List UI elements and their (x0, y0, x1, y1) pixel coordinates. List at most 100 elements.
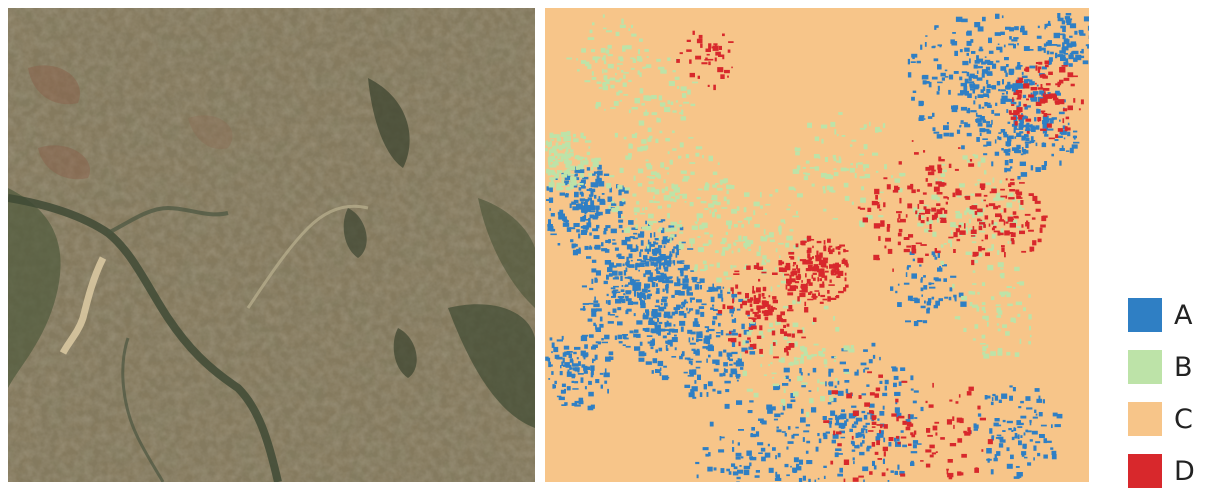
class-pixel (1079, 108, 1081, 110)
class-pixel (992, 220, 994, 224)
class-pixel (782, 431, 786, 433)
class-pixel (986, 80, 988, 84)
class-pixel (959, 394, 961, 397)
class-pixel (776, 429, 781, 432)
class-pixel (1004, 168, 1007, 173)
class-pixel (1017, 108, 1022, 112)
class-pixel (700, 285, 702, 289)
class-pixel (615, 133, 618, 138)
class-pixel (807, 253, 810, 258)
class-pixel (787, 333, 791, 336)
class-pixel (988, 439, 993, 444)
class-pixel (588, 173, 592, 176)
class-pixel (698, 189, 703, 191)
class-pixel (974, 65, 978, 69)
class-pixel (616, 32, 620, 36)
class-pixel (606, 30, 612, 32)
class-pixel (723, 350, 726, 353)
class-pixel (560, 365, 562, 368)
class-pixel (737, 477, 741, 479)
class-pixel (696, 334, 702, 339)
class-pixel (744, 207, 747, 212)
class-pixel (645, 261, 649, 266)
class-pixel (672, 131, 675, 134)
class-pixel (618, 256, 624, 259)
class-pixel (927, 301, 931, 305)
class-pixel (701, 62, 707, 64)
class-pixel (599, 87, 602, 89)
class-pixel (617, 67, 619, 70)
class-pixel (1016, 420, 1021, 425)
class-pixel (831, 270, 834, 274)
class-pixel (559, 210, 563, 214)
class-pixel (695, 56, 701, 60)
class-pixel (634, 280, 640, 282)
class-pixel (676, 245, 678, 248)
class-pixel (604, 335, 609, 340)
class-pixel (727, 190, 729, 194)
class-pixel (914, 152, 919, 155)
class-pixel (741, 224, 744, 227)
class-pixel (948, 237, 953, 239)
class-pixel (957, 438, 962, 443)
class-pixel (774, 414, 780, 418)
class-pixel (1058, 54, 1064, 57)
class-pixel (978, 123, 983, 127)
class-pixel (958, 147, 961, 149)
class-pixel (819, 284, 824, 288)
class-pixel (612, 239, 615, 241)
class-pixel (760, 364, 762, 367)
class-pixel (1017, 98, 1022, 100)
class-pixel (1068, 123, 1070, 126)
class-pixel (691, 361, 693, 365)
class-pixel (911, 433, 913, 436)
class-pixel (690, 73, 695, 77)
class-pixel (1073, 76, 1078, 78)
class-pixel (996, 61, 1000, 63)
class-pixel (978, 407, 980, 410)
class-pixel (1021, 154, 1024, 156)
class-pixel (913, 259, 915, 262)
class-pixel (613, 286, 619, 288)
class-pixel (967, 53, 970, 56)
class-pixel (684, 275, 688, 278)
class-pixel (709, 334, 711, 339)
class-pixel (967, 93, 972, 98)
class-pixel (622, 285, 624, 287)
class-pixel (634, 207, 640, 212)
class-pixel (956, 401, 959, 404)
class-pixel (549, 182, 555, 187)
class-pixel (778, 226, 782, 231)
class-pixel (731, 209, 737, 214)
class-pixel (997, 351, 1002, 356)
class-pixel (589, 288, 593, 290)
class-pixel (852, 425, 857, 428)
class-pixel (594, 297, 596, 301)
class-pixel (727, 76, 729, 78)
class-pixel (785, 433, 787, 437)
class-pixel (924, 301, 926, 304)
class-pixel (545, 357, 549, 361)
class-pixel (823, 416, 827, 420)
class-pixel (823, 245, 826, 248)
class-pixel (928, 230, 932, 232)
class-pixel (743, 371, 747, 376)
class-pixel (1052, 143, 1055, 146)
class-pixel (864, 165, 866, 170)
class-pixel (645, 221, 647, 225)
class-pixel (960, 125, 962, 127)
legend-item-d: D (1128, 445, 1203, 497)
class-pixel (1063, 62, 1068, 66)
class-pixel (862, 467, 868, 472)
class-pixel (624, 137, 627, 140)
class-pixel (708, 85, 710, 87)
class-pixel (578, 361, 581, 366)
class-pixel (869, 471, 873, 475)
class-pixel (937, 218, 939, 223)
class-pixel (721, 207, 727, 209)
class-pixel (699, 306, 704, 309)
class-pixel (778, 243, 784, 245)
class-pixel (816, 251, 818, 256)
class-pixel (760, 420, 765, 423)
class-pixel (946, 202, 948, 205)
